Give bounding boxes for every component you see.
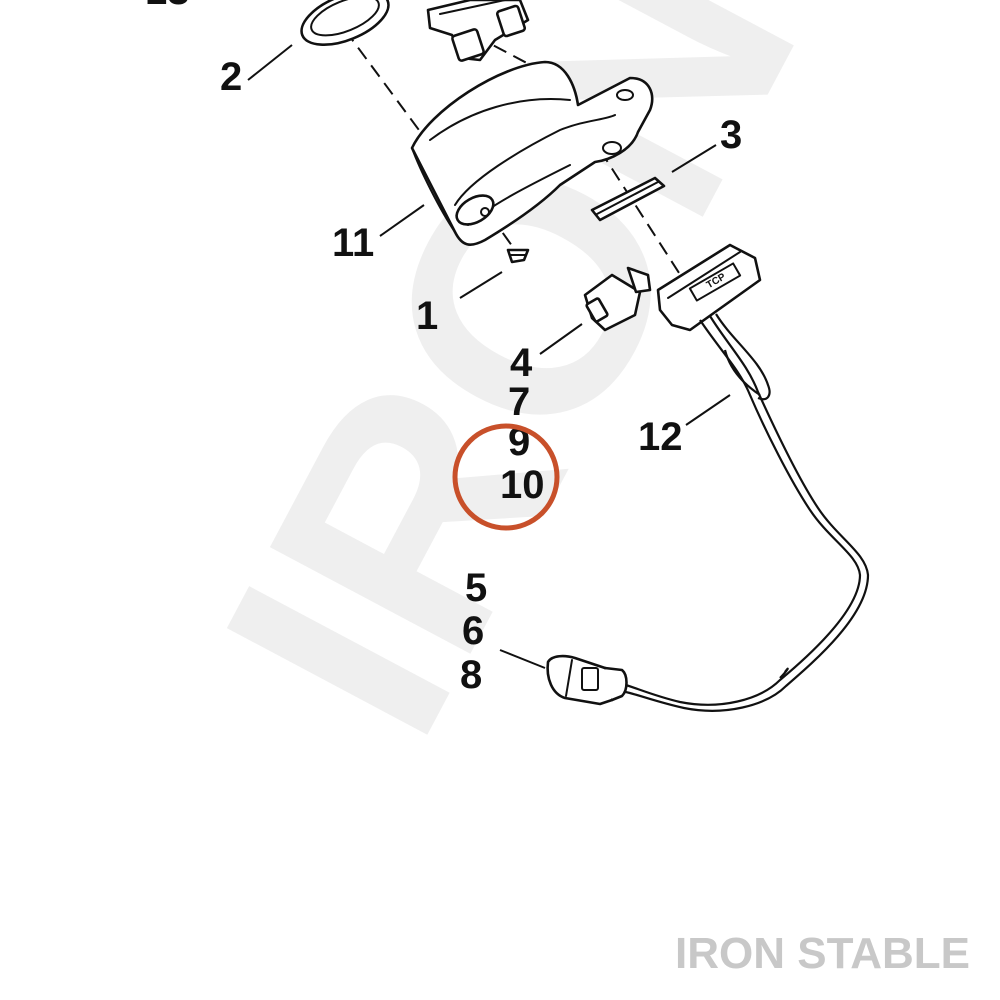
part-1-screw [506, 248, 530, 264]
wire-harness [614, 313, 870, 712]
part-12-main-connector: TCP [656, 243, 762, 332]
callout-4: 4 [510, 341, 533, 385]
callout-8: 8 [460, 653, 482, 697]
callout-12: 12 [638, 415, 683, 459]
highlight-circle [452, 423, 560, 531]
callout-13: 13 [145, 0, 190, 13]
part-5-6-8-plug-connector [546, 654, 628, 706]
callout-7: 7 [508, 380, 530, 424]
part-11-housing [410, 60, 654, 246]
callout-5: 5 [465, 566, 487, 610]
part-3-gasket-strip [590, 176, 666, 222]
callout-3: 3 [720, 113, 742, 157]
callout-10: 10 [500, 463, 545, 507]
part-2-ring-gasket [300, 0, 390, 47]
callout-11: 11 [332, 221, 374, 265]
callout-1: 1 [416, 294, 438, 338]
brand-mark: IRON STABLE [675, 929, 970, 978]
callout-labels: 13 2 3 11 1 4 7 9 10 12 5 6 8 [145, 0, 742, 697]
callout-2: 2 [220, 55, 242, 99]
callout-6: 6 [462, 609, 484, 653]
part-4-small-connector [583, 266, 652, 332]
part-13-top-connectors [426, 0, 530, 62]
leader-lines [247, 44, 731, 669]
